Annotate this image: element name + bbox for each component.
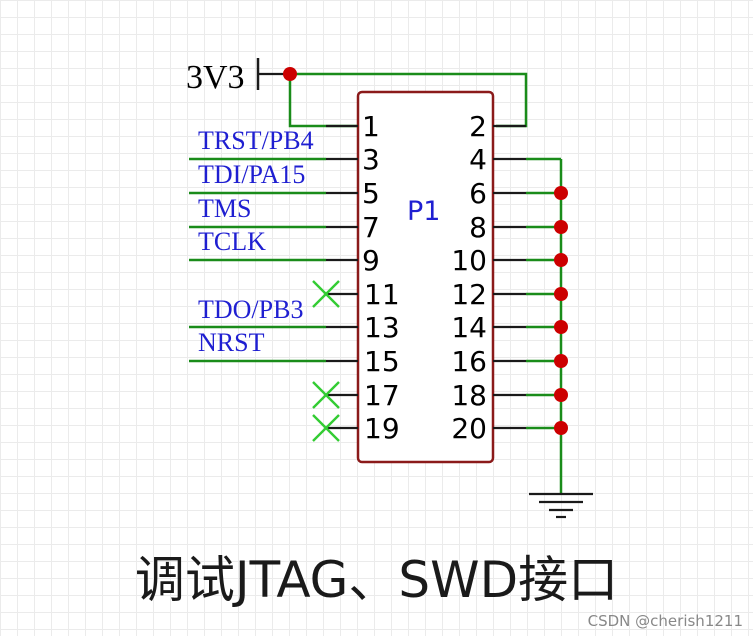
power-label: 3V3 [186, 59, 245, 96]
pin-number: 12 [451, 278, 487, 311]
junction-dot [554, 421, 568, 435]
pin-20: 20 [451, 412, 526, 445]
left-pin-group: 1 3 5 7 9 11 13 15 17 19 [326, 110, 400, 445]
junction-dot [554, 388, 568, 402]
net-label-nrst: NRST [198, 328, 265, 357]
net-label-tdi: TDI/PA15 [198, 160, 305, 189]
figure-caption: 调试JTAG、SWD接口 [134, 551, 619, 609]
watermark: CSDN @cherish1211 [587, 612, 743, 630]
pin-number: 8 [469, 211, 487, 244]
pin-1: 1 [326, 110, 380, 143]
signal-nets: TRST/PB4 TDI/PA15 TMS TCLK TDO/PB3 NRST [189, 126, 326, 363]
pin-number: 16 [451, 345, 487, 378]
pin-8: 8 [469, 211, 526, 244]
pin-number: 13 [364, 311, 400, 344]
pin-number: 7 [362, 211, 380, 244]
pin-18: 18 [451, 379, 526, 412]
pin-17: 17 [326, 379, 400, 412]
junction-dot [554, 186, 568, 200]
pin-15: 15 [326, 345, 400, 378]
pin-19: 19 [326, 412, 400, 445]
junction-dot [554, 220, 568, 234]
connector-body [356, 90, 495, 464]
power-symbol-3v3: 3V3 [186, 58, 290, 96]
ground-bus [526, 157, 568, 494]
component-reference: P1 [407, 196, 440, 227]
pin-7: 7 [326, 211, 380, 244]
pin-5: 5 [326, 177, 380, 210]
pin-number: 10 [451, 244, 487, 277]
pin-number: 6 [469, 177, 487, 210]
no-connect-marker-pin11 [312, 280, 340, 308]
junction-dot [554, 354, 568, 368]
net-label-trst: TRST/PB4 [198, 126, 314, 155]
net-label-tdo: TDO/PB3 [198, 295, 303, 324]
pin-3: 3 [326, 143, 380, 176]
pin-number: 19 [364, 412, 400, 445]
pin-number: 1 [362, 110, 380, 143]
pin-13: 13 [326, 311, 400, 344]
pin-4: 4 [469, 143, 526, 176]
no-connect-marker-pin17 [312, 381, 340, 409]
junction-dot [554, 320, 568, 334]
pin-number: 3 [362, 143, 380, 176]
pin-16: 16 [451, 345, 526, 378]
pin-12: 12 [451, 278, 526, 311]
pin-number: 11 [364, 278, 400, 311]
ground-symbol [529, 492, 593, 519]
pin-number: 9 [362, 244, 380, 277]
net-label-tms: TMS [198, 194, 251, 223]
pin-9: 9 [326, 244, 380, 277]
pin-10: 10 [451, 244, 526, 277]
pin-number: 5 [362, 177, 380, 210]
junction-dot [554, 287, 568, 301]
pin-number: 18 [451, 379, 487, 412]
pin-2: 2 [469, 110, 526, 143]
junction-dot [554, 253, 568, 267]
right-pin-group: 2 4 6 8 10 12 14 16 18 20 [451, 110, 526, 445]
no-connect-marker-pin19 [312, 414, 340, 442]
pin-11: 11 [326, 278, 400, 311]
pin-number: 14 [451, 311, 487, 344]
pin-6: 6 [469, 177, 526, 210]
pin-number: 2 [469, 110, 487, 143]
pin-number: 4 [469, 143, 487, 176]
pin-number: 17 [364, 379, 400, 412]
power-junction [283, 67, 297, 81]
net-label-tclk: TCLK [198, 227, 266, 256]
pin-number: 20 [451, 412, 487, 445]
pin-number: 15 [364, 345, 400, 378]
pin-14: 14 [451, 311, 526, 344]
